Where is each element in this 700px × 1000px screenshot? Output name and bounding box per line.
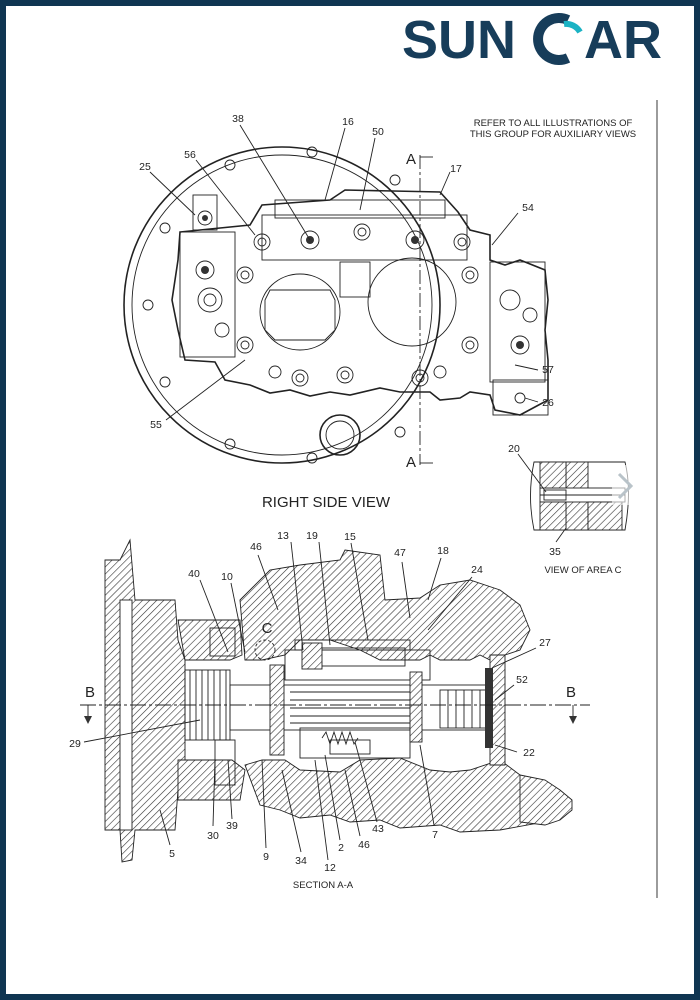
right-side-view [123,146,549,465]
right-regulator [489,261,546,383]
mounting-flange [123,146,441,464]
pump-body-outline [171,189,549,416]
callout-10: 10 [221,571,233,583]
callout-34: 34 [295,855,307,867]
callout-35: 35 [549,546,561,558]
section-marker-b-left: B [85,684,95,701]
section-marker-a-top: A [406,151,416,168]
section-marker-b-right: B [566,684,576,701]
callout-27: 27 [539,637,551,649]
section-marker-a-bottom: A [406,454,416,471]
next-view-button[interactable] [612,465,638,505]
callout-47: 47 [394,547,406,559]
chevron-right-icon[interactable] [617,472,634,500]
callout-19: 19 [306,530,318,542]
callout-55: 55 [150,419,162,431]
left-regulator [179,231,236,358]
callout-38: 38 [232,113,244,125]
logo-text-ar: AR [584,10,662,70]
section-flange [104,538,186,863]
refer-note-line1: REFER TO ALL ILLUSTRATIONS OF [474,118,633,129]
callout-30: 30 [207,830,219,842]
logo-c-icon [533,13,583,65]
callout-17: 17 [450,163,462,175]
logo-text-sun: SUN [402,10,516,70]
section-callouts: 13 19 15 46 47 18 24 40 10 27 52 29 22 3… [69,530,551,874]
flange-bolt-holes [142,146,406,464]
section-leaders [83,541,537,861]
callout-40: 40 [188,568,200,580]
callout-13: 13 [277,530,289,542]
callout-25: 25 [139,161,151,173]
callout-54: 54 [522,202,534,214]
callout-24: 24 [471,564,483,576]
callout-46-top: 46 [250,541,262,553]
callout-16: 16 [342,116,354,128]
callout-52: 52 [516,674,528,686]
callout-39: 39 [226,820,238,832]
section-housing-top [239,549,531,661]
callout-2: 2 [338,842,344,854]
callout-15: 15 [344,531,356,543]
callout-9: 9 [263,851,269,863]
callout-57: 57 [542,364,554,376]
callout-43: 43 [372,823,384,835]
suncar-logo: SUN AR [402,10,662,70]
callout-29: 29 [69,738,81,750]
callout-50: 50 [372,126,384,138]
callout-7: 7 [432,829,438,841]
right-side-callouts: 38 16 50 25 56 17 54 57 26 55 [139,113,554,431]
section-a-a-view [80,538,590,863]
callout-12: 12 [324,862,336,874]
callout-5: 5 [169,848,175,860]
area-c-view-title: VIEW OF AREA C [544,565,621,576]
right-side-leaders [149,124,539,421]
callout-20: 20 [508,443,520,455]
callout-56: 56 [184,149,196,161]
refer-note-line2: THIS GROUP FOR AUXILIARY VIEWS [470,129,636,140]
callout-18: 18 [437,545,449,557]
callout-26: 26 [542,397,554,409]
body-bolts [236,223,479,387]
section-housing-bottom [244,757,566,833]
section-a-a-title: SECTION A-A [293,880,354,891]
area-c-view [517,453,629,543]
right-side-view-title: RIGHT SIDE VIEW [262,494,391,511]
callout-46-bottom: 46 [358,839,370,851]
callout-22: 22 [523,747,535,759]
section-marker-c: C [262,620,273,637]
